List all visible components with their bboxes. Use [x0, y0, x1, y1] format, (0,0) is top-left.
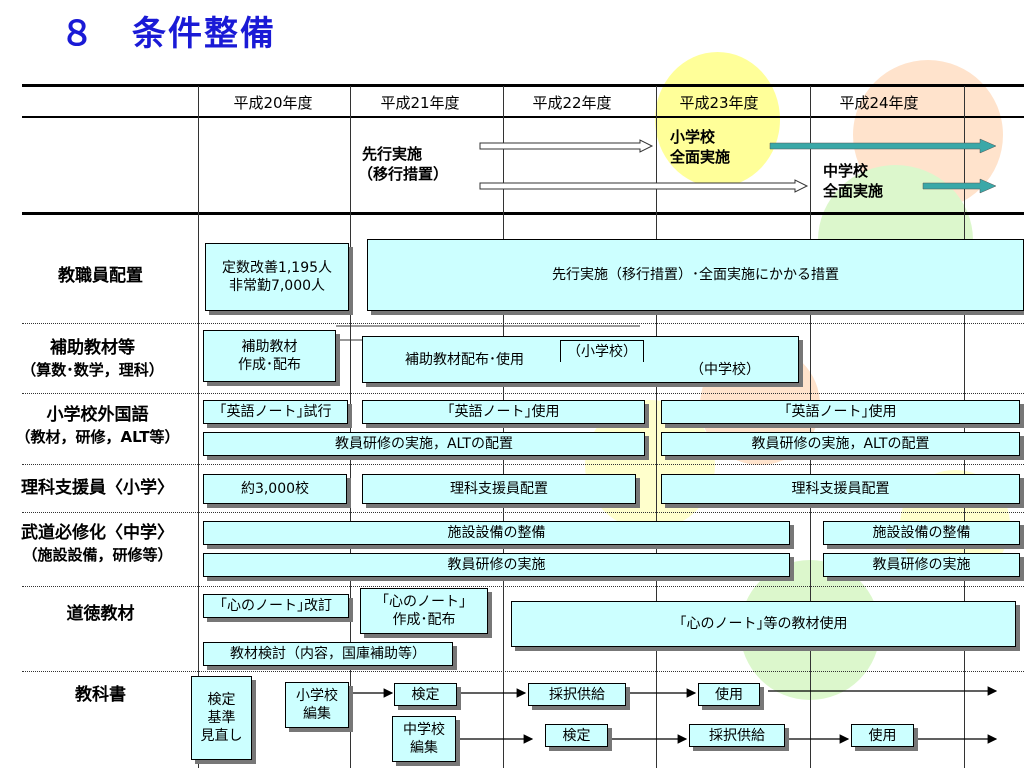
budo-training-box-1: 教員研修の実施	[203, 553, 790, 577]
row-label-staff: 教職員配置	[58, 266, 143, 286]
middle-full-label: 中学校 全面実施	[823, 162, 884, 200]
row-divider	[22, 512, 1024, 513]
materials-middle-note: （中学校）	[690, 362, 760, 378]
row-label-budo: 武道必修化〈中学〉 （施設設備，研修等）	[21, 523, 174, 564]
science-count-box: 約3,000校	[203, 474, 347, 504]
textbook-mid-use-box: 使用	[851, 724, 914, 747]
textbook-mid-check-box: 検定	[545, 724, 608, 747]
year-header: 平成20年度	[233, 94, 313, 112]
budo-training-box-2: 教員研修の実施	[823, 553, 1020, 577]
textbook-elem-check-box: 検定	[394, 683, 457, 706]
textbook-standard-box: 検定 基準 見直し	[191, 676, 252, 760]
col-divider-6	[964, 86, 965, 768]
row-divider	[22, 393, 1024, 394]
materials-create-box: 補助教材 作成･配布	[203, 330, 336, 382]
col-divider-1	[198, 86, 199, 768]
textbook-middle-edit-box: 中学校 編集	[392, 716, 456, 762]
row-label-moral: 道徳教材	[66, 604, 135, 624]
row-divider	[22, 671, 1024, 672]
col-divider-5	[810, 86, 811, 768]
row-divider	[22, 323, 1024, 324]
advance-implementation-label: 先行実施 （移行措置）	[358, 145, 449, 183]
header-rule	[22, 116, 1024, 118]
english-training-box-2: 教員研修の実施，ALTの配置	[661, 432, 1020, 456]
english-training-box-1: 教員研修の実施，ALTの配置	[203, 432, 645, 456]
year-header: 平成22年度	[532, 94, 612, 112]
advance-arrow-elementary	[479, 139, 654, 153]
deco-circle-yellow	[655, 52, 780, 187]
col-divider-2	[350, 86, 351, 768]
english-use-box-1: ｢英語ノート｣使用	[362, 400, 645, 424]
moral-revise-box: ｢心のノート｣改訂	[203, 594, 349, 618]
staff-improvement-box: 定数改善1,195人 非常勤7,000人	[205, 243, 349, 311]
page-title: ８ 条件整備	[60, 14, 276, 54]
table-top-rule	[22, 84, 1024, 87]
middle-full-arrow	[922, 178, 997, 194]
year-header: 平成23年度	[679, 94, 759, 112]
elementary-full-label: 小学校 全面実施	[670, 128, 731, 166]
col-divider-3	[503, 86, 504, 768]
moral-make-box: ｢心のノート｣ 作成･配布	[360, 588, 488, 634]
science-placement-box-2: 理科支援員配置	[661, 474, 1020, 504]
row-divider	[22, 464, 1024, 465]
col-divider-4	[656, 86, 657, 768]
timeline-rule	[22, 212, 1024, 215]
row-divider	[22, 586, 1024, 587]
textbook-elementary-edit-box: 小学校 編集	[285, 682, 349, 728]
budo-facility-box-2: 施設設備の整備	[823, 521, 1020, 545]
staff-measures-box: 先行実施（移行措置）･全面実施にかかる措置	[367, 239, 1024, 311]
elementary-full-arrow	[769, 138, 997, 154]
row-label-materials: 補助教材等 （算数･数学，理科）	[21, 338, 164, 379]
row-label-english: 小学校外国語 （教材，研修，ALT等）	[15, 405, 180, 446]
textbook-elem-adopt-box: 採択供給	[528, 683, 626, 706]
year-header: 平成24年度	[839, 94, 919, 112]
materials-elementary-tab: （小学校）	[560, 340, 644, 362]
textbook-elem-use-box: 使用	[698, 683, 760, 706]
budo-facility-box-1: 施設設備の整備	[203, 521, 790, 545]
science-placement-box-1: 理科支援員配置	[362, 474, 636, 504]
english-trial-box: ｢英語ノート｣試行	[203, 400, 348, 424]
row-label-textbook: 教科書	[75, 685, 126, 705]
advance-arrow-middle	[479, 179, 809, 193]
year-header: 平成21年度	[380, 94, 460, 112]
english-use-box-2: ｢英語ノート｣使用	[661, 400, 1020, 424]
row-label-science: 理科支援員〈小学〉	[21, 478, 174, 498]
textbook-mid-adopt-box: 採択供給	[689, 724, 785, 747]
moral-review-box: 教材検討（内容，国庫補助等）	[203, 642, 453, 666]
moral-use-box: ｢心のノート｣等の教材使用	[511, 601, 1016, 647]
